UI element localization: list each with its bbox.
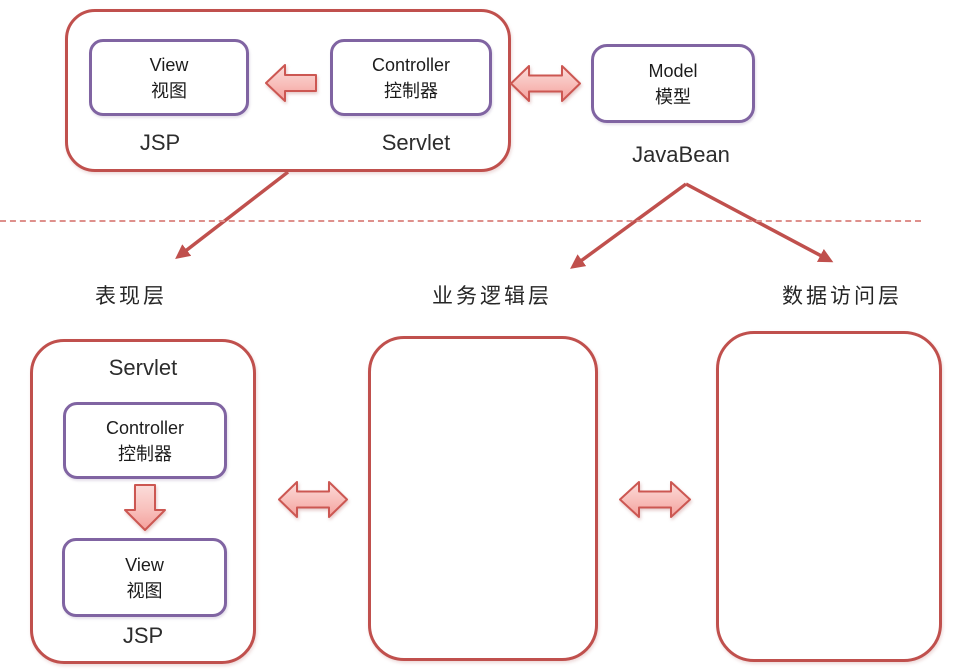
controller-label-zh: 控制器 [118,443,172,464]
arrow-javabean-to-data-access-tier [685,182,834,263]
arrow-javabean-to-business-tier [570,182,688,269]
view-component-box-bottom: View 视图 [62,538,227,617]
presentation-tier-container: Servlet Controller 控制器 View 视图 JSP [30,339,256,664]
arrow-mvc-to-presentation-tier [175,170,290,259]
jsp-footer-label-bottom: JSP [122,623,164,648]
view-label-en: View [149,54,189,75]
double-block-arrow-business-dataaccess-icon [619,481,691,518]
tier-separator-dashed-line [0,220,921,222]
jsp-tech-label-top: JSP [139,130,181,155]
model-component-box: Model 模型 [591,44,755,123]
controller-component-box-top: Controller 控制器 [330,39,492,116]
controller-label-en: Controller [105,417,185,438]
model-label-en: Model [648,60,698,81]
business-tier-container [368,336,598,661]
down-block-arrow-icon [124,484,166,531]
mvc-web-container: View 视图 Controller 控制器 JSP Servlet [65,9,511,172]
controller-label-en: Controller [371,54,451,75]
business-tier-label: 业务逻辑层 [432,285,552,308]
data-access-tier-container [716,331,942,662]
controller-component-box-bottom: Controller 控制器 [63,402,227,479]
view-label-en: View [125,554,164,575]
servlet-title-bottom: Servlet [108,355,178,380]
left-block-arrow-icon [265,64,317,102]
double-block-arrow-mvc-model-icon [510,65,581,102]
presentation-tier-label: 表现层 [95,285,167,308]
view-component-box-top: View 视图 [89,39,249,116]
data-access-tier-label: 数据访问层 [782,285,902,308]
model-label-zh: 模型 [655,86,691,107]
servlet-tech-label-top: Servlet [381,130,451,155]
view-label-zh: 视图 [151,80,187,101]
javabean-tech-label: JavaBean [632,142,730,167]
double-block-arrow-presentation-business-icon [278,481,348,518]
controller-label-zh: 控制器 [384,80,438,101]
view-label-zh: 视图 [126,580,163,601]
